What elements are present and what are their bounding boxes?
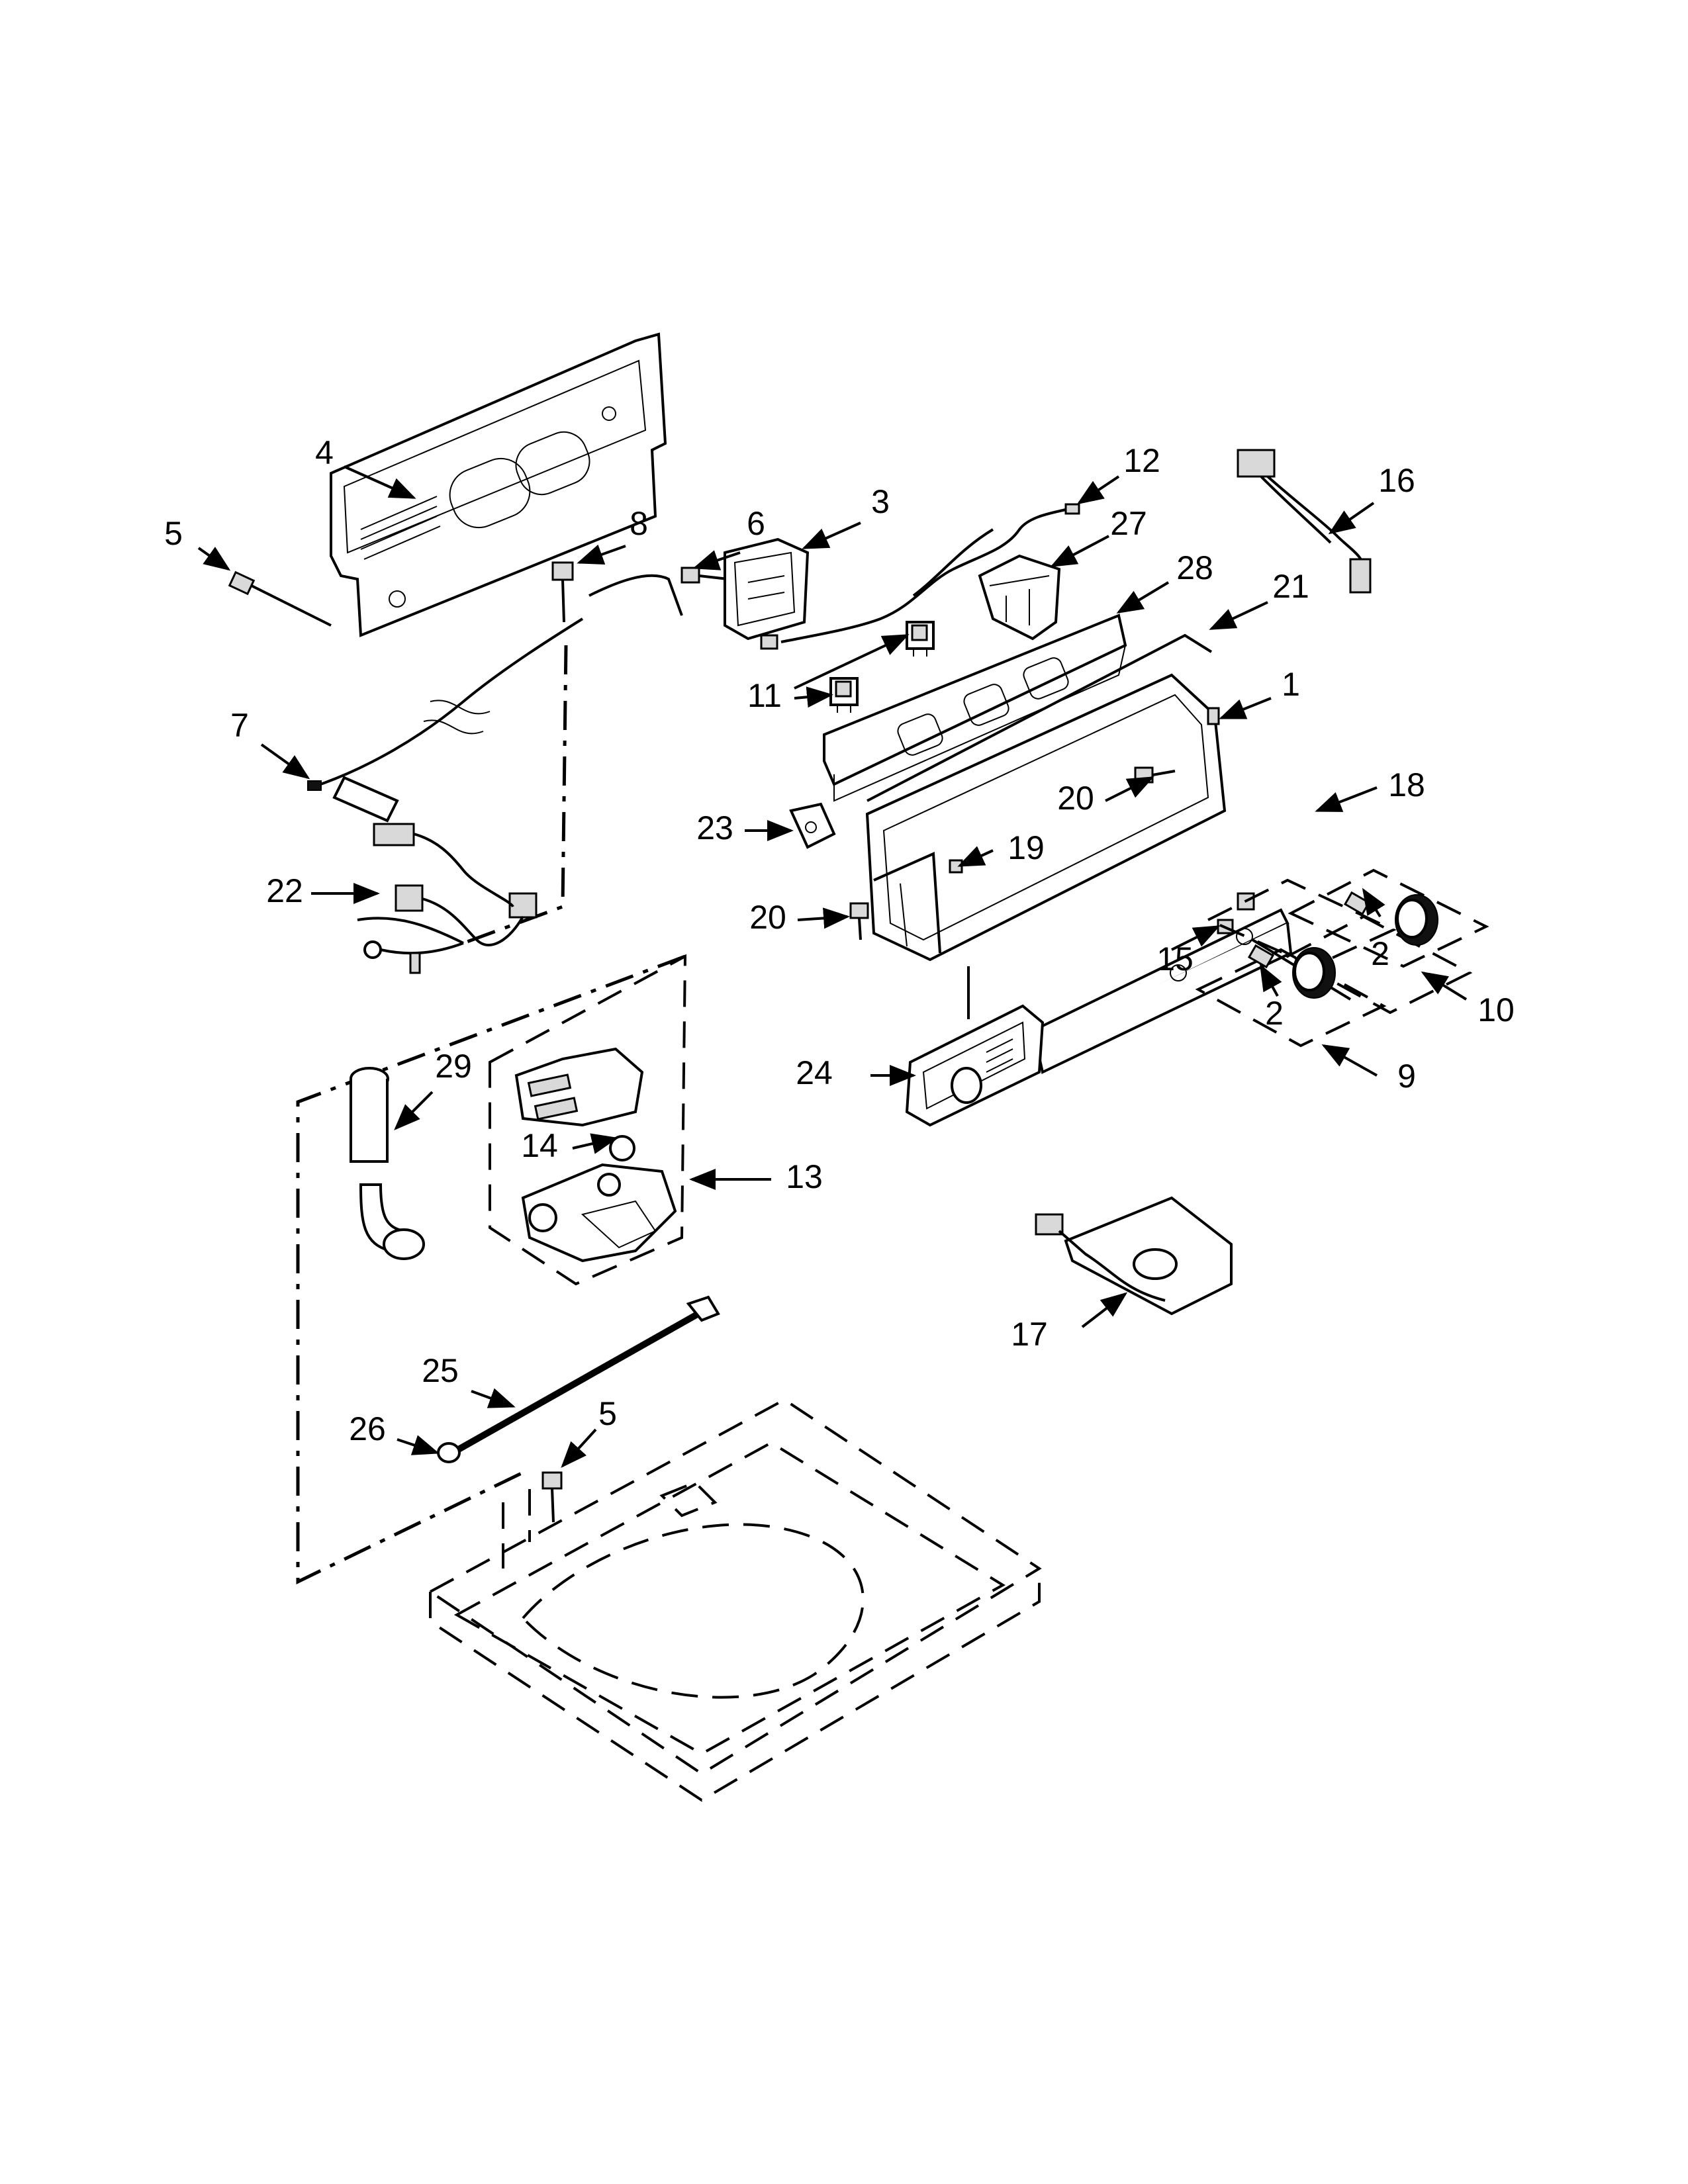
switch-part-11-upper (906, 621, 935, 657)
knob-part-10 (1343, 891, 1438, 946)
callout-29: 29 (435, 1048, 472, 1085)
callout-22: 22 (266, 872, 303, 909)
callout-24: 24 (796, 1054, 833, 1091)
switch-part-11-lower (829, 677, 859, 713)
hose-part-29 (350, 1067, 425, 1260)
trim-wire-part-21 (867, 633, 1213, 802)
callout-20-upper: 20 (1057, 780, 1094, 817)
callout-14: 14 (521, 1127, 558, 1164)
callout-13: 13 (786, 1158, 823, 1195)
rod-part-25 (445, 1295, 720, 1459)
callout-26: 26 (349, 1410, 386, 1447)
sensor-assembly-part-17 (1035, 1196, 1233, 1316)
callout-3: 3 (871, 483, 890, 520)
callout-8: 8 (630, 505, 648, 542)
callout-labels: 4 5 8 6 3 12 27 16 28 21 11 1 7 20 18 23… (164, 434, 1515, 1447)
ui-board-part-24 (905, 966, 1045, 1127)
wire-harness-part-22 (357, 823, 538, 974)
callout-25: 25 (422, 1352, 459, 1389)
wire-harness-part-12 (760, 503, 1080, 650)
callout-16: 16 (1378, 462, 1415, 499)
callout-23: 23 (696, 809, 733, 846)
screw-part-20-lower (849, 902, 869, 940)
control-board-part-3 (724, 537, 810, 641)
callout-2-right: 2 (1371, 935, 1389, 972)
callout-11: 11 (747, 677, 782, 714)
console-housing-part-1 (865, 673, 1227, 962)
callout-7: 7 (230, 707, 249, 744)
callout-20-lower: 20 (749, 899, 786, 936)
callout-18: 18 (1388, 766, 1425, 803)
clip-part-23 (789, 802, 836, 849)
callout-6: 6 (747, 505, 765, 542)
group-outline-part-13 (489, 954, 687, 1286)
console-backing-part-28 (823, 614, 1127, 802)
screw-part-5-top (228, 570, 332, 627)
clip-part-26 (437, 1442, 461, 1463)
callout-27: 27 (1110, 505, 1147, 542)
callout-10: 10 (1477, 991, 1515, 1028)
screw-part-8 (551, 561, 574, 623)
valve-assembly-part-13 (521, 1163, 677, 1263)
callout-28: 28 (1176, 549, 1213, 586)
callout-15: 15 (1156, 940, 1194, 978)
screw-part-6 (680, 567, 729, 584)
wire-harness-part-16 (1237, 449, 1372, 594)
callout-21: 21 (1272, 568, 1309, 605)
callout-2-left: 2 (1265, 995, 1284, 1032)
screw-part-5-bottom (541, 1471, 563, 1523)
group-outline-part-10 (1284, 868, 1489, 1015)
callout-17: 17 (1011, 1316, 1048, 1353)
leader-lines (197, 465, 1468, 1468)
top-cabinet (428, 1398, 1042, 1802)
rear-console-panel (330, 332, 667, 637)
callout-1: 1 (1282, 666, 1300, 703)
callout-19: 19 (1008, 829, 1045, 866)
callout-9: 9 (1397, 1058, 1416, 1095)
wire-harness-part-7 (307, 574, 683, 823)
callout-12: 12 (1123, 442, 1160, 479)
callout-5-top: 5 (164, 515, 183, 552)
callout-5-bottom: 5 (598, 1395, 617, 1432)
knob-part-9 (1247, 944, 1336, 999)
group-outline-part-9 (1195, 878, 1397, 1048)
routing-line-left (296, 954, 686, 1584)
bracket-part-27 (978, 554, 1061, 641)
callout-4: 4 (315, 434, 334, 471)
